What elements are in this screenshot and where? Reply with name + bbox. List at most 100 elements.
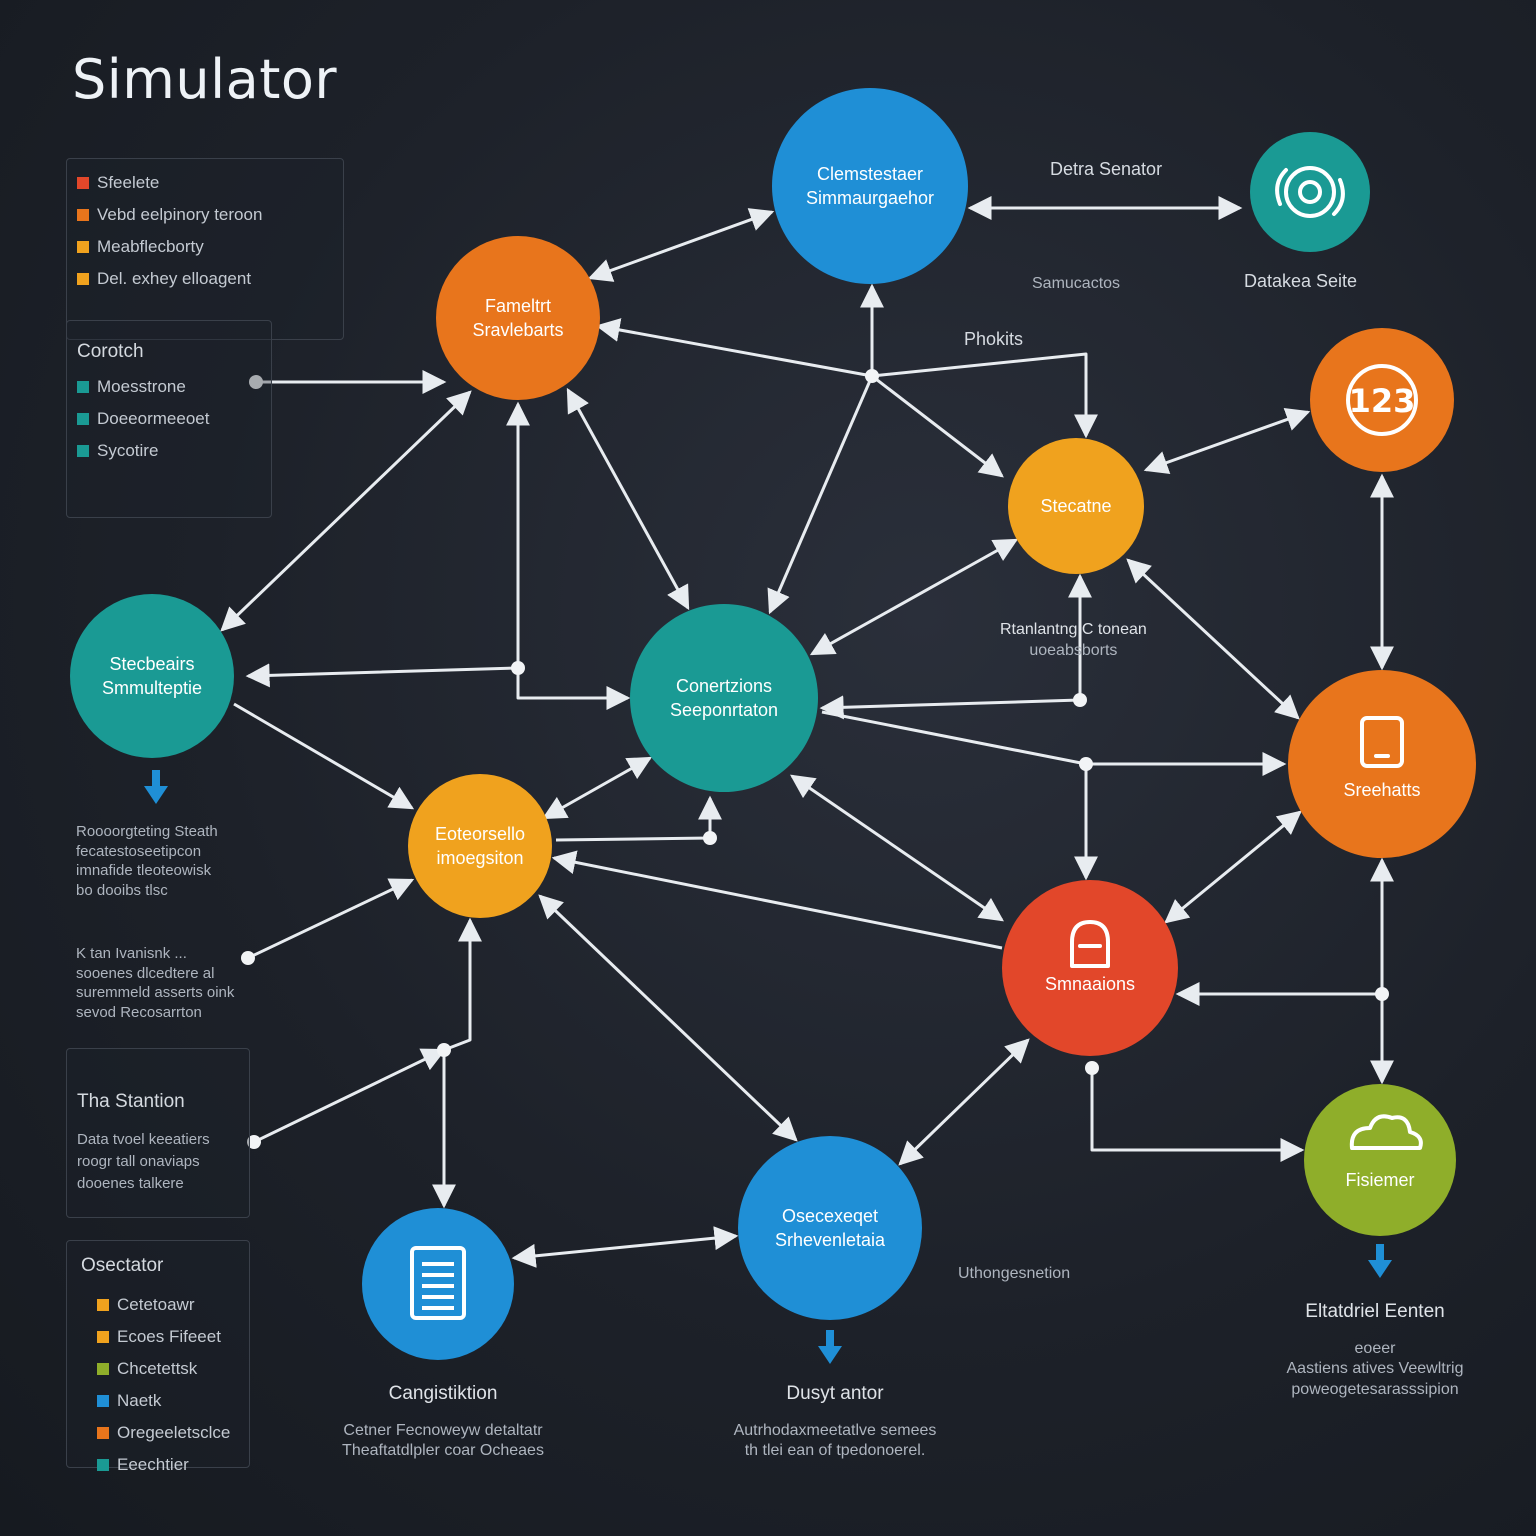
bell-icon	[1070, 920, 1110, 968]
text-line: Rtanlantng C tonean	[1000, 621, 1147, 638]
text-line: Roooorgteting Steath	[76, 823, 218, 840]
text-line: eoeer	[1354, 1339, 1396, 1357]
node-label: Smmulteptie	[102, 678, 202, 698]
node-n9[interactable]: Eoteorsello imoegsiton	[408, 774, 552, 918]
connector-arrow	[566, 387, 690, 611]
legend-label: Eeechtier	[117, 1455, 189, 1474]
legend-item: Moesstrone	[77, 377, 261, 397]
annotation-phokis: Phokits	[964, 329, 1024, 349]
connector-arrow	[1164, 810, 1302, 924]
annotation-rainfield: Rtanlantng C tonean uoeabsborts	[1000, 620, 1147, 662]
connector-arrow	[245, 401, 530, 688]
node-label: Conertzions	[676, 676, 772, 696]
legend-item: Sycotire	[77, 441, 261, 461]
legend-bottom-title: Osectator	[81, 1255, 164, 1276]
document-icon	[410, 1246, 466, 1320]
node-label: Eoteorsello	[435, 824, 525, 844]
text-line: K tan Ivanisnk ...	[76, 945, 187, 962]
numbers-badge-icon: 123	[1346, 364, 1418, 436]
text-line: uoeabsborts	[1029, 641, 1118, 659]
connector-arrow	[767, 375, 874, 615]
node-label: imoegsiton	[436, 848, 523, 868]
annotation-samucactos: Samucactos	[1032, 275, 1121, 292]
connector-arrow	[516, 668, 631, 710]
connector-arrow	[821, 710, 1287, 776]
node-n10[interactable]: Smnaaions	[1002, 880, 1178, 1056]
text-line: Eltatdriel Eenten	[1305, 1301, 1445, 1322]
legend-swatch	[77, 177, 89, 189]
annotation-detra-senator: Detra Senator	[1050, 159, 1163, 179]
node-n8[interactable]: Sreehatts	[1288, 670, 1476, 858]
junction-dot	[1073, 693, 1087, 707]
legend-swatch	[77, 241, 89, 253]
legend-swatch	[97, 1299, 109, 1311]
node-n4[interactable]: 123	[1310, 328, 1454, 472]
connector-arrow	[233, 702, 415, 810]
connector-arrow	[551, 850, 1003, 950]
junction-dot	[511, 661, 525, 675]
legend-item: Ecoes Fifeeet	[97, 1327, 235, 1347]
connector-arrow	[541, 756, 653, 820]
gear-icon	[1275, 166, 1345, 218]
text-line: bo dooibs tlsc	[76, 881, 168, 899]
node-circle	[1310, 328, 1454, 472]
junction-dot	[1079, 757, 1093, 771]
junction-dot	[249, 375, 263, 389]
connector-arrow	[809, 538, 1019, 656]
node-circle	[1250, 132, 1370, 252]
junction-dot	[703, 831, 717, 845]
connector-arrow	[898, 1038, 1030, 1166]
node-label: Sravlebarts	[472, 320, 563, 340]
tablet-icon	[1360, 716, 1404, 768]
connector-arrow	[1143, 407, 1311, 475]
text-line: dooenes talkere	[77, 1174, 184, 1192]
connector-arrow	[220, 390, 472, 632]
legend-swatch	[97, 1427, 109, 1439]
legend-item: Meabflecborty	[77, 237, 333, 257]
node-circle	[630, 604, 818, 792]
text-line: imnafide tleoteowisk	[76, 862, 212, 879]
connector-arrow	[871, 352, 1098, 439]
nodes-layer: ClemstestaerSimmaurgaehorFameltrtSravleb…	[70, 88, 1476, 1360]
legend-swatch	[77, 413, 89, 425]
text-line: fecatestoseetipcon	[76, 842, 202, 860]
junction-dot	[437, 1043, 451, 1057]
legend-swatch	[97, 1363, 109, 1375]
node-n3[interactable]	[1250, 132, 1370, 252]
text-line: Data tvoel keeatiers	[77, 1131, 210, 1148]
node-label: Smnaaions	[1045, 974, 1135, 994]
connector-arrow	[555, 795, 722, 842]
junction-dot	[1085, 1061, 1099, 1075]
text-line: Cetner Fecnoweyw detaltatr	[343, 1421, 543, 1439]
node-label: Stecbeairs	[109, 654, 194, 674]
text-line: Theaftatdlpler coar Ocheaes	[342, 1442, 544, 1460]
legend-swatch	[77, 445, 89, 457]
node-circle	[1008, 438, 1144, 574]
node-n5[interactable]: Stecatne	[1008, 438, 1144, 574]
text-line: Dusyt antor	[786, 1383, 884, 1404]
connector-arrow	[1126, 558, 1300, 720]
legend-label: Naetk	[117, 1391, 162, 1410]
text-line: Autrhodaxmeetatlve semees	[733, 1421, 937, 1439]
annotation-roodoting: Roooorgteting Steath fecatestoseetipcon im…	[76, 822, 218, 900]
legend-swatch	[97, 1395, 109, 1407]
node-n12[interactable]	[362, 1208, 514, 1360]
node-label: Fisiemer	[1345, 1170, 1414, 1190]
legend-item: Sfeelete	[77, 173, 333, 193]
node-label: Seeponrtaton	[670, 700, 778, 720]
legend-label: Vebd eelpinory teroon	[97, 205, 263, 224]
legend-label: Del. exhey elloagent	[97, 269, 252, 288]
node-n11[interactable]: Fisiemer	[1304, 1084, 1456, 1236]
legend-item: Cetetoawr	[97, 1295, 235, 1315]
junction-dot	[1375, 987, 1389, 1001]
down-arrow-icon	[1368, 1244, 1392, 1278]
